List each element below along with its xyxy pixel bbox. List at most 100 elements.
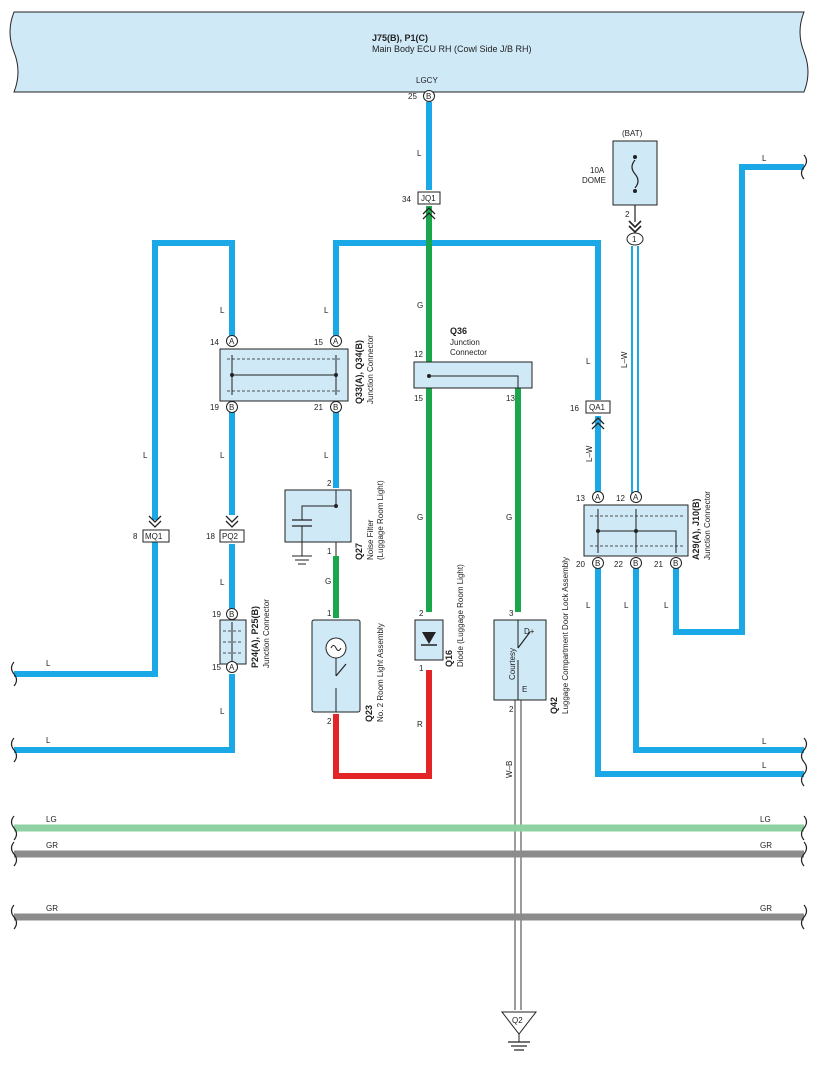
wire-p24-out [14,674,235,753]
pq2-pin: 18 [206,532,215,541]
fuse-box [612,140,658,206]
wire-label-l-a29-22: L [624,601,629,610]
q36-pin15: 15 [414,394,423,403]
q36-pin12: 12 [414,350,423,359]
wire-label-l-left: L [220,306,225,315]
q42-e: E [522,685,527,694]
wire-label-l-out1: L [46,659,51,668]
bat-label: (BAT) [622,129,643,138]
wire-label-gr2-right: GR [760,904,772,913]
door-lock-q42: D+ E Courtesy 3 2 Q42 Luggage Compartmen… [493,557,570,714]
q23-name: No. 2 Room Light Assembly [376,623,385,722]
p24-pin19-letter: B [229,610,234,619]
jq1-pin-number: 34 [402,195,411,204]
q33-pin19-letter: B [229,403,234,412]
ecu-pin-number: 25 [408,92,417,101]
wire-label-l-topright: L [762,154,767,163]
q42-code: Q42 [549,697,559,714]
q36-pin13: 13 [506,394,515,403]
a29-pin12-letter: A [633,493,639,502]
a29-pin22: 22 [614,560,623,569]
ecu-pin-circle [423,90,435,102]
diode-q16: 2 1 Q16 Diode (Luggage Room Light) [414,564,465,673]
q42-pin3: 3 [509,609,514,618]
wire-label-r: R [417,720,423,729]
dome-fuse: (BAT) 10A DOME 2 1 [582,129,658,246]
ecu-subtitle: Main Body ECU RH (Cowl Side J/B RH) [372,44,532,54]
wire-label-l-mq1: L [143,451,148,460]
q42-name: Luggage Compartment Door Lock Assembly [561,557,570,714]
connector-jq1: 34 JQ1 [402,191,441,220]
diode-icon [422,632,436,644]
q23-pin1: 1 [327,609,332,618]
junction-a29-j10: 13 A 12 A 20 B 22 B 21 B A29(A), J10(B) … [576,491,712,569]
fuse-amp: 10A [590,166,605,175]
wire-label-gr1-right: GR [760,841,772,850]
wire-label-l-q33b19: L [220,451,225,460]
q27-code: Q27 [354,543,364,560]
ground-q2: Q2 [500,1011,538,1051]
wire-top-run [333,240,601,400]
mq1-pin: 8 [133,532,138,541]
blue-wires [14,102,804,777]
q33-pin15: 15 [314,338,323,347]
q42-pin2: 2 [509,705,514,714]
wire-label-lw-2: L–W [585,445,594,462]
a29-pin20: 20 [576,560,585,569]
a29-pin12: 12 [616,494,625,503]
wire-label-g-3: G [506,513,512,522]
wire-mq1-out [14,536,158,677]
q27-name1: Noise Filter [366,519,375,560]
junction-q36: Q36 Junction Connector 12 15 13 [413,326,533,403]
p24-pin19: 19 [212,610,221,619]
wire-label-l-q33b21: L [324,451,329,460]
p24-pin15: 15 [212,663,221,672]
q33-pin15-letter: A [333,337,339,346]
qa1-name: QA1 [589,403,606,412]
q42-switch-label: Courtesy [508,648,517,680]
ecu-title: J75(B), P1(C) [372,33,428,43]
wire-label-g-1: G [417,301,423,310]
fuse-pin-circle-label: 1 [632,235,637,244]
p24-subtitle: Junction Connector [262,599,271,668]
q27-pin1: 1 [327,547,332,556]
q33-pin21: 21 [314,403,323,412]
a29-subtitle: Junction Connector [703,491,712,560]
q23-pin2: 2 [327,717,332,726]
wire-label-g-4: G [325,577,331,586]
pq2-name: PQ2 [222,532,239,541]
wire-label-l-a29-21: L [664,601,669,610]
q42-dplus: D+ [524,627,535,636]
q33-title: Q33(A), Q34(B) [354,340,364,404]
junction-p24-p25: 19 B 15 A P24(A), P25(B) Junction Connec… [212,599,271,673]
q36-name2: Connector [450,348,487,357]
q33-pin14-letter: A [229,337,235,346]
q36-code: Q36 [450,326,467,336]
wire-label-l-pq2: L [220,578,225,587]
a29-pin13-letter: A [595,493,601,502]
q23-code: Q23 [364,705,374,722]
wire-label-l-qa1: L [586,357,591,366]
wire-labels: L G G G G R L L L L L L L L L L L L L L … [46,149,772,913]
wire-label-l-q33a15: L [324,306,329,315]
wire-label-gr2-left: GR [46,904,58,913]
wire-a29-21-out [673,164,804,635]
q16-pin2: 2 [419,609,424,618]
q16-code: Q16 [444,650,454,667]
junction-q33-q34: 14 A 15 A 19 B 21 B Q33(A), Q34(B) Junct… [210,335,375,413]
q33-pin21-letter: B [333,403,338,412]
qa1-pin: 16 [570,404,579,413]
wire-label-lw-1: L–W [620,351,629,368]
a29-pin13: 13 [576,494,585,503]
connector-qa1: 16 QA1 [570,400,611,430]
wire-label-lg-left: LG [46,815,57,824]
q33-subtitle: Junction Connector [366,335,375,404]
noise-filter-q27: 2 1 Q27 Noise Filter (Luggage Room Light… [284,479,385,565]
ecu-pin-letter: B [426,92,431,101]
connector-mq1: 8 MQ1 [133,515,170,543]
ecu-signal-label: LGCY [416,76,438,85]
wire-label-g-2: G [417,513,423,522]
ecu-box: J75(B), P1(C) Main Body ECU RH (Cowl Sid… [9,11,809,102]
wire-label-l-out2: L [46,736,51,745]
